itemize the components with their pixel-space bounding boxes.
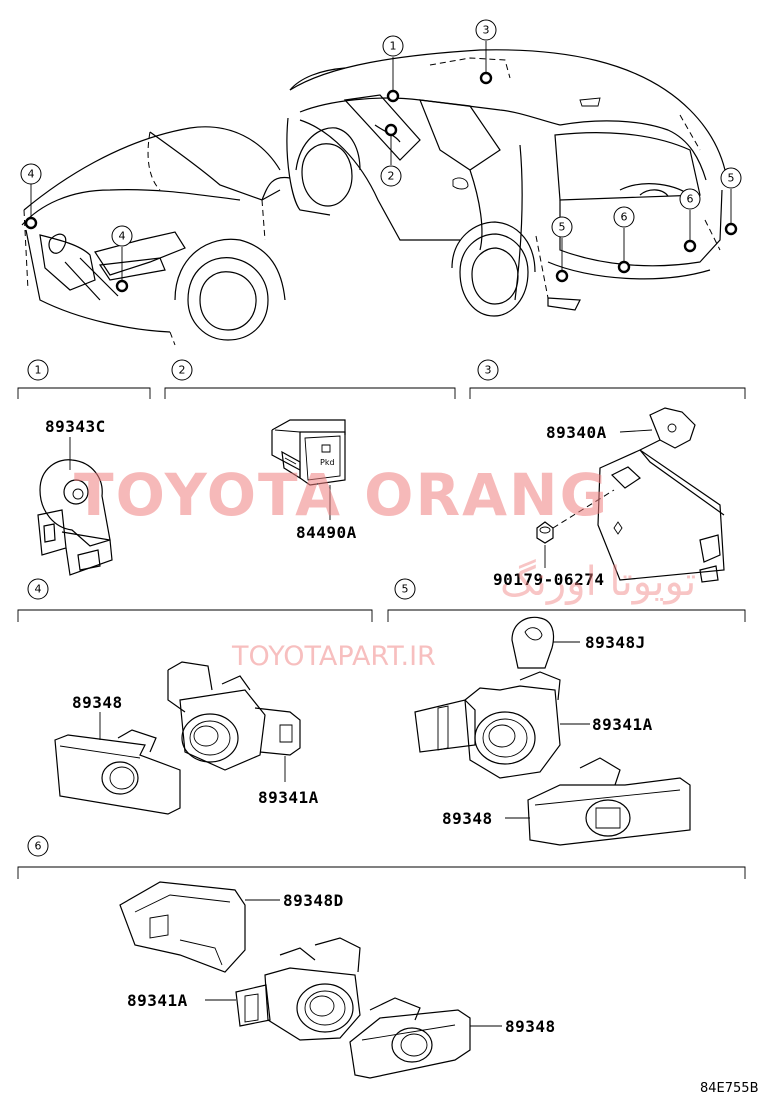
part-89348-s6-drawing <box>349 997 471 1079</box>
callout-5-rear-left: 5 <box>551 216 573 238</box>
part-number-89341A-s5: 89341A <box>592 715 653 734</box>
section-label-5: 5 <box>394 578 416 600</box>
callout-label: 5 <box>728 172 735 185</box>
part-number-89340A: 89340A <box>546 423 607 442</box>
part-89348-s4-drawing <box>54 729 181 815</box>
callout-label: 3 <box>483 24 490 37</box>
watermark-site: TOYOTAPART.IR <box>231 641 436 672</box>
section-brackets <box>17 387 746 879</box>
part-number-89348D: 89348D <box>283 891 344 910</box>
leader-89340A <box>619 429 653 433</box>
section-number: 4 <box>35 583 42 596</box>
section-label-3: 3 <box>477 359 499 381</box>
part-number-89348-s5: 89348 <box>442 809 493 828</box>
section-number: 2 <box>179 364 186 377</box>
part-number-90179-06274: 90179-06274 <box>493 570 604 589</box>
callout-label: 1 <box>390 40 397 53</box>
switch-marking: Pkd <box>320 458 335 467</box>
part-89348J-drawing <box>511 616 555 669</box>
section-number: 6 <box>35 840 42 853</box>
part-number-84490A: 84490A <box>296 523 357 542</box>
section-number: 3 <box>485 364 492 377</box>
watermark-brand: TOYOTA ORANG <box>74 461 609 529</box>
part-89340A-drawing <box>597 407 725 583</box>
part-89348D-drawing <box>119 881 246 973</box>
section-label-1: 1 <box>27 359 49 381</box>
callout-4-front-center: 4 <box>111 225 133 247</box>
front-vehicle-illustration <box>21 126 291 346</box>
part-number-89341A-s4: 89341A <box>258 788 319 807</box>
callout-5-rear-right: 5 <box>720 167 742 189</box>
part-84490A-drawing <box>271 419 346 486</box>
callout-3: 3 <box>475 19 497 41</box>
callout-label: 4 <box>28 168 35 181</box>
part-89341A-s4-drawing <box>167 661 301 771</box>
figure-code: 84E755B <box>700 1081 759 1096</box>
watermark-persian: تویوتا اورنگ <box>500 559 696 605</box>
callout-2: 2 <box>380 165 402 187</box>
section-label-4: 4 <box>27 578 49 600</box>
section-label-6: 6 <box>27 835 49 857</box>
callout-label: 6 <box>621 211 628 224</box>
section-number: 5 <box>402 583 409 596</box>
callout-label: 2 <box>388 170 395 183</box>
rear-vehicle-illustration <box>286 49 726 317</box>
callout-6-rear-right: 6 <box>679 188 701 210</box>
part-89348-s5-drawing <box>527 757 691 846</box>
part-89341A-s5-drawing <box>414 671 561 779</box>
bolt-dashed-line <box>552 489 615 529</box>
callout-leaders <box>30 41 732 281</box>
callout-4-front-left: 4 <box>20 163 42 185</box>
part-89343C-drawing <box>37 459 113 576</box>
callout-label: 6 <box>687 193 694 206</box>
callout-1: 1 <box>382 35 404 57</box>
part-number-89348-s4: 89348 <box>72 693 123 712</box>
callout-label: 5 <box>559 221 566 234</box>
section-number: 1 <box>35 364 42 377</box>
section-label-2: 2 <box>171 359 193 381</box>
part-89341A-s6-drawing <box>235 937 361 1041</box>
part-number-89348-s6: 89348 <box>505 1017 556 1036</box>
callout-6-rear-left: 6 <box>613 206 635 228</box>
part-number-89343C: 89343C <box>45 417 106 436</box>
sensor-location-dots <box>24 71 738 293</box>
part-number-89348J: 89348J <box>585 633 646 652</box>
bolt-90179-06274-drawing <box>536 521 554 544</box>
part-number-89341A-s6: 89341A <box>127 991 188 1010</box>
callout-label: 4 <box>119 230 126 243</box>
